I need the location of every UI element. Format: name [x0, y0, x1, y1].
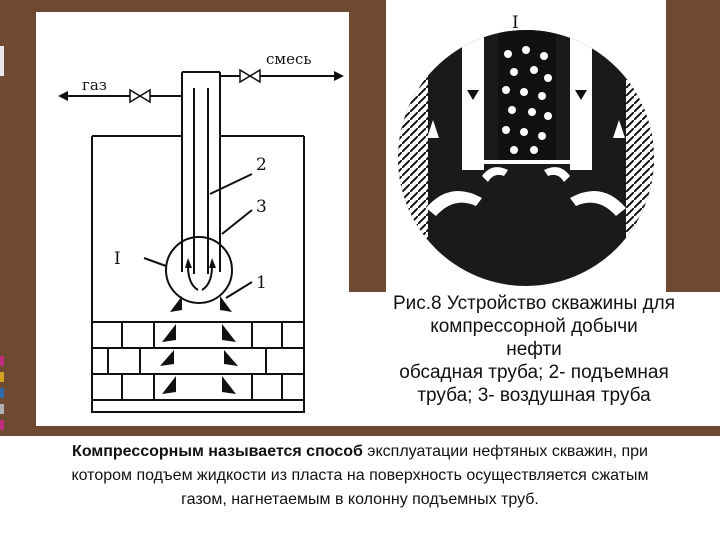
well-schematic: газ смесь 2 3 1 I: [58, 50, 344, 413]
caption-line-1: Рис.8 Устройство скважины для: [392, 293, 676, 314]
accent-mark: [0, 420, 4, 430]
caption-line-3: нефти: [506, 339, 562, 360]
label-1: 1: [256, 273, 267, 293]
definition-line-3: газом, нагнетаемым в колонну подъемных т…: [181, 491, 539, 508]
detail-label-I: I: [512, 13, 519, 33]
detail-view: I: [398, 13, 654, 286]
definition-term: Компрессорным называется способ: [72, 443, 363, 460]
caption-line-4: обсадная труба; 2- подъемная: [399, 362, 669, 383]
figure-caption: Рис.8 Устройство скважины для компрессор…: [348, 292, 720, 426]
accent-mark: [0, 46, 4, 76]
definition-line-2: котором подъем жидкости из пласта на пов…: [71, 467, 649, 484]
accent-mark: [0, 356, 4, 366]
label-3: 3: [256, 197, 267, 217]
well-diagram-panel: газ смесь 2 3 1 I: [36, 12, 349, 426]
caption-line-2: компрессорной добычи: [430, 316, 638, 337]
caption-line-5: труба; 3- воздушная труба: [417, 385, 651, 406]
label-2: 2: [256, 155, 267, 175]
accent-mark: [0, 388, 4, 398]
definition-line-1-rest: эксплуатации нефтяных скважин, при: [362, 443, 648, 460]
label-I: I: [114, 249, 121, 269]
accent-mark: [0, 404, 4, 414]
definition-text: Компрессорным называется способ эксплуат…: [0, 440, 720, 512]
mixture-label: смесь: [266, 50, 312, 68]
gas-label: газ: [82, 76, 107, 94]
detail-panel: I: [386, 0, 666, 292]
definition-line-1: Компрессорным называется способ эксплуат…: [0, 440, 720, 464]
accent-mark: [0, 372, 4, 382]
